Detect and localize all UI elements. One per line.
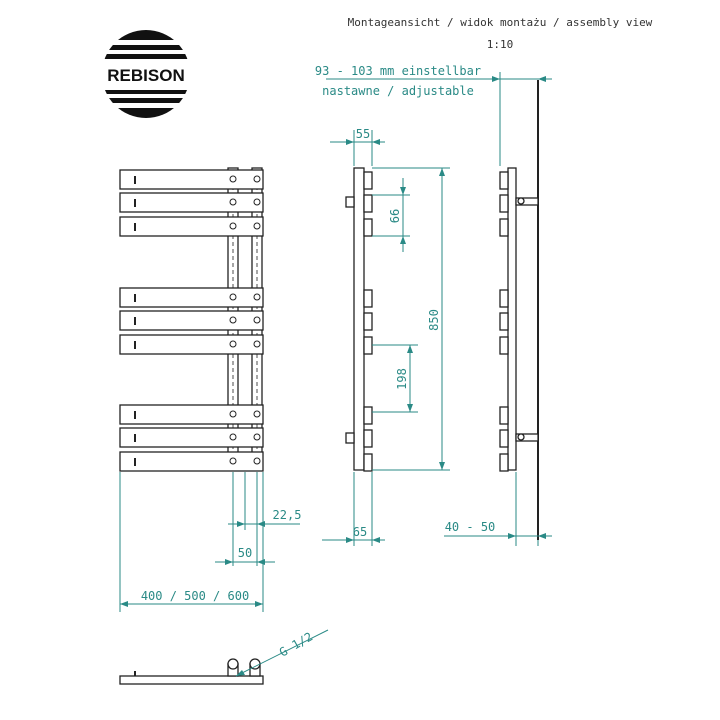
dim-adjust-line1: 93 - 103 mm einstellbar — [315, 64, 481, 78]
side-dimensions — [322, 130, 450, 546]
wall-side-view — [499, 80, 539, 540]
front-view — [119, 167, 264, 472]
dim-50: 50 — [238, 546, 252, 560]
bottom-view — [119, 658, 264, 685]
rebison-logo: REBISON — [98, 30, 194, 118]
dim-adjust-line2: nastawne / adjustable — [322, 84, 474, 98]
wall-dimensions — [326, 72, 552, 546]
dim-thread: G 1/2 — [277, 629, 315, 659]
dim-65: 65 — [353, 525, 367, 539]
dim-40-50: 40 - 50 — [445, 520, 496, 534]
dim-66: 66 — [388, 209, 402, 223]
dim-198: 198 — [395, 368, 409, 390]
dim-widths: 400 / 500 / 600 — [141, 589, 249, 603]
header-title: Montageansicht / widok montażu / assembl… — [348, 16, 653, 29]
side-view — [345, 167, 373, 472]
dim-22-5: 22,5 — [273, 508, 302, 522]
dim-55: 55 — [356, 127, 370, 141]
dim-850: 850 — [427, 309, 441, 331]
logo-text: REBISON — [107, 66, 184, 85]
header-scale: 1:10 — [487, 38, 514, 51]
